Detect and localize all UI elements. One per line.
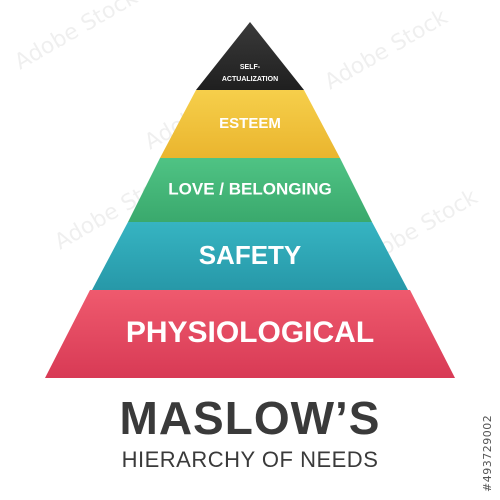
tier-self-actualization: SELF- ACTUALIZATION (196, 22, 304, 90)
tier-love-belonging-label: LOVE / BELONGING (168, 179, 331, 198)
tier-esteem-label: ESTEEM (219, 115, 281, 132)
watermark-text: Adobe Stock (321, 5, 453, 96)
stock-id-label: #493729002 (481, 414, 494, 492)
title-block: MASLOW’S HIERARCHY OF NEEDS (0, 392, 500, 474)
tier-esteem-shape (160, 90, 340, 158)
tier-safety-shape (92, 222, 408, 290)
subtitle: HIERARCHY OF NEEDS (121, 447, 379, 472)
tier-physiological: PHYSIOLOGICAL (45, 290, 455, 378)
tier-physiological-shape (45, 290, 455, 378)
tier-love-belonging: LOVE / BELONGING (128, 158, 372, 222)
main-title: MASLOW’S (119, 392, 381, 444)
tier-safety-label: SAFETY (199, 240, 302, 270)
tier-love-belonging-shape (128, 158, 372, 222)
watermark-text: Adobe Stock (11, 0, 143, 75)
tier-physiological-label: PHYSIOLOGICAL (126, 316, 374, 349)
tier-self-actualization-shape (196, 22, 304, 90)
tier-esteem: ESTEEM (160, 90, 340, 158)
tier-safety: SAFETY (92, 222, 408, 290)
tier-self-actualization-label-line2: ACTUALIZATION (222, 76, 278, 83)
tier-self-actualization-label-line1: SELF- (240, 64, 261, 71)
